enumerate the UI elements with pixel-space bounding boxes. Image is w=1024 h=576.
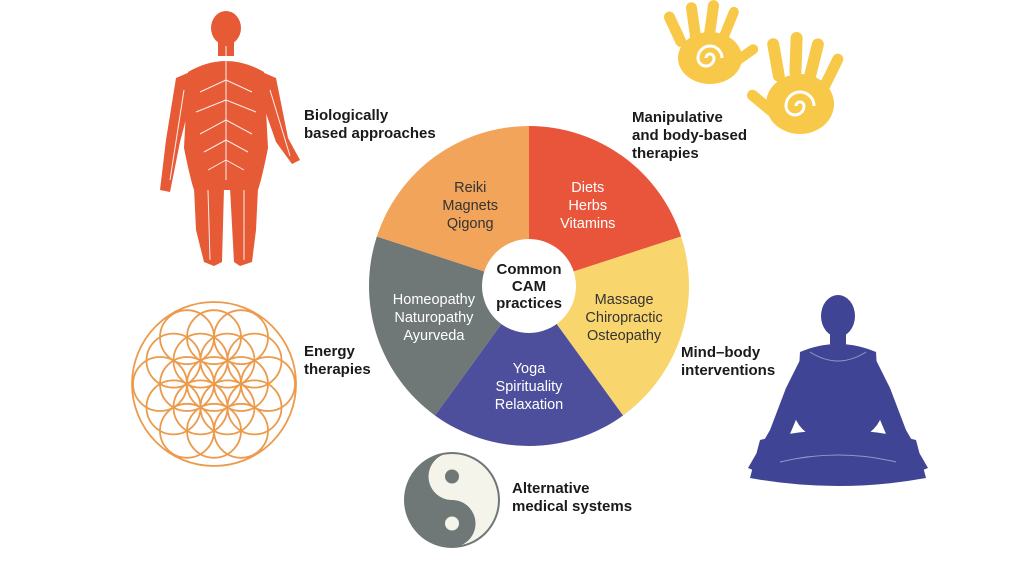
wheel-segment-item: Yoga xyxy=(513,361,546,377)
category-line: based approaches xyxy=(304,125,436,142)
wheel-segment-item: Relaxation xyxy=(495,397,564,413)
wheel-segment-item: Spirituality xyxy=(496,379,564,395)
category-line: Energy xyxy=(304,343,355,360)
wheel-segment-item: Chiropractic xyxy=(585,310,662,326)
category-line: Manipulative xyxy=(632,109,723,126)
category-mind-body: Mind–body interventions xyxy=(681,344,775,380)
center-label-line: Common xyxy=(497,261,562,278)
wheel-segment-item: Reiki xyxy=(454,180,486,196)
category-line: interventions xyxy=(681,362,776,379)
wheel-segment-item: Vitamins xyxy=(560,216,615,232)
category-line: Biologically xyxy=(304,107,389,124)
category-line: Alternative xyxy=(512,480,590,497)
wheel-segment-item: Herbs xyxy=(568,198,607,214)
category-biological: Biologically based approaches xyxy=(304,107,436,143)
category-line: Mind–body xyxy=(681,344,761,361)
wheel-segment-mind-body xyxy=(434,286,624,447)
center-hub xyxy=(482,239,576,333)
flower-of-life-icon xyxy=(131,301,297,467)
center-label-line: CAM xyxy=(512,278,546,295)
wheel-segment-item: Massage xyxy=(595,292,654,308)
wheel-segment-item: Homeopathy xyxy=(393,292,476,308)
center-label-line: practices xyxy=(496,295,562,312)
wheel-segment-item: Osteopathy xyxy=(587,328,662,344)
healing-hands-icon xyxy=(663,0,844,134)
wheel-segment-item: Diets xyxy=(571,180,604,196)
category-line: and body-based xyxy=(632,127,748,144)
category-energy: Energy therapies xyxy=(304,343,371,379)
human-nervous-system-icon xyxy=(160,11,300,266)
category-line: medical systems xyxy=(512,498,633,515)
wheel-segment-item: Magnets xyxy=(442,198,498,214)
meditating-person-icon xyxy=(748,295,928,486)
yin-yang-icon xyxy=(404,452,500,548)
wheel-segment-energy xyxy=(376,126,529,286)
category-manipulative: Manipulative and body-based therapies xyxy=(632,109,747,163)
category-line: therapies xyxy=(632,145,699,162)
wheel-segment-biological xyxy=(529,126,682,286)
wheel-segment-item: Qigong xyxy=(447,216,494,232)
wheel-segment-item: Ayurveda xyxy=(403,328,465,344)
category-alternative: Alternative medical systems xyxy=(512,480,632,516)
category-line: therapies xyxy=(304,361,371,378)
wheel-segment-item: Naturopathy xyxy=(394,310,474,326)
